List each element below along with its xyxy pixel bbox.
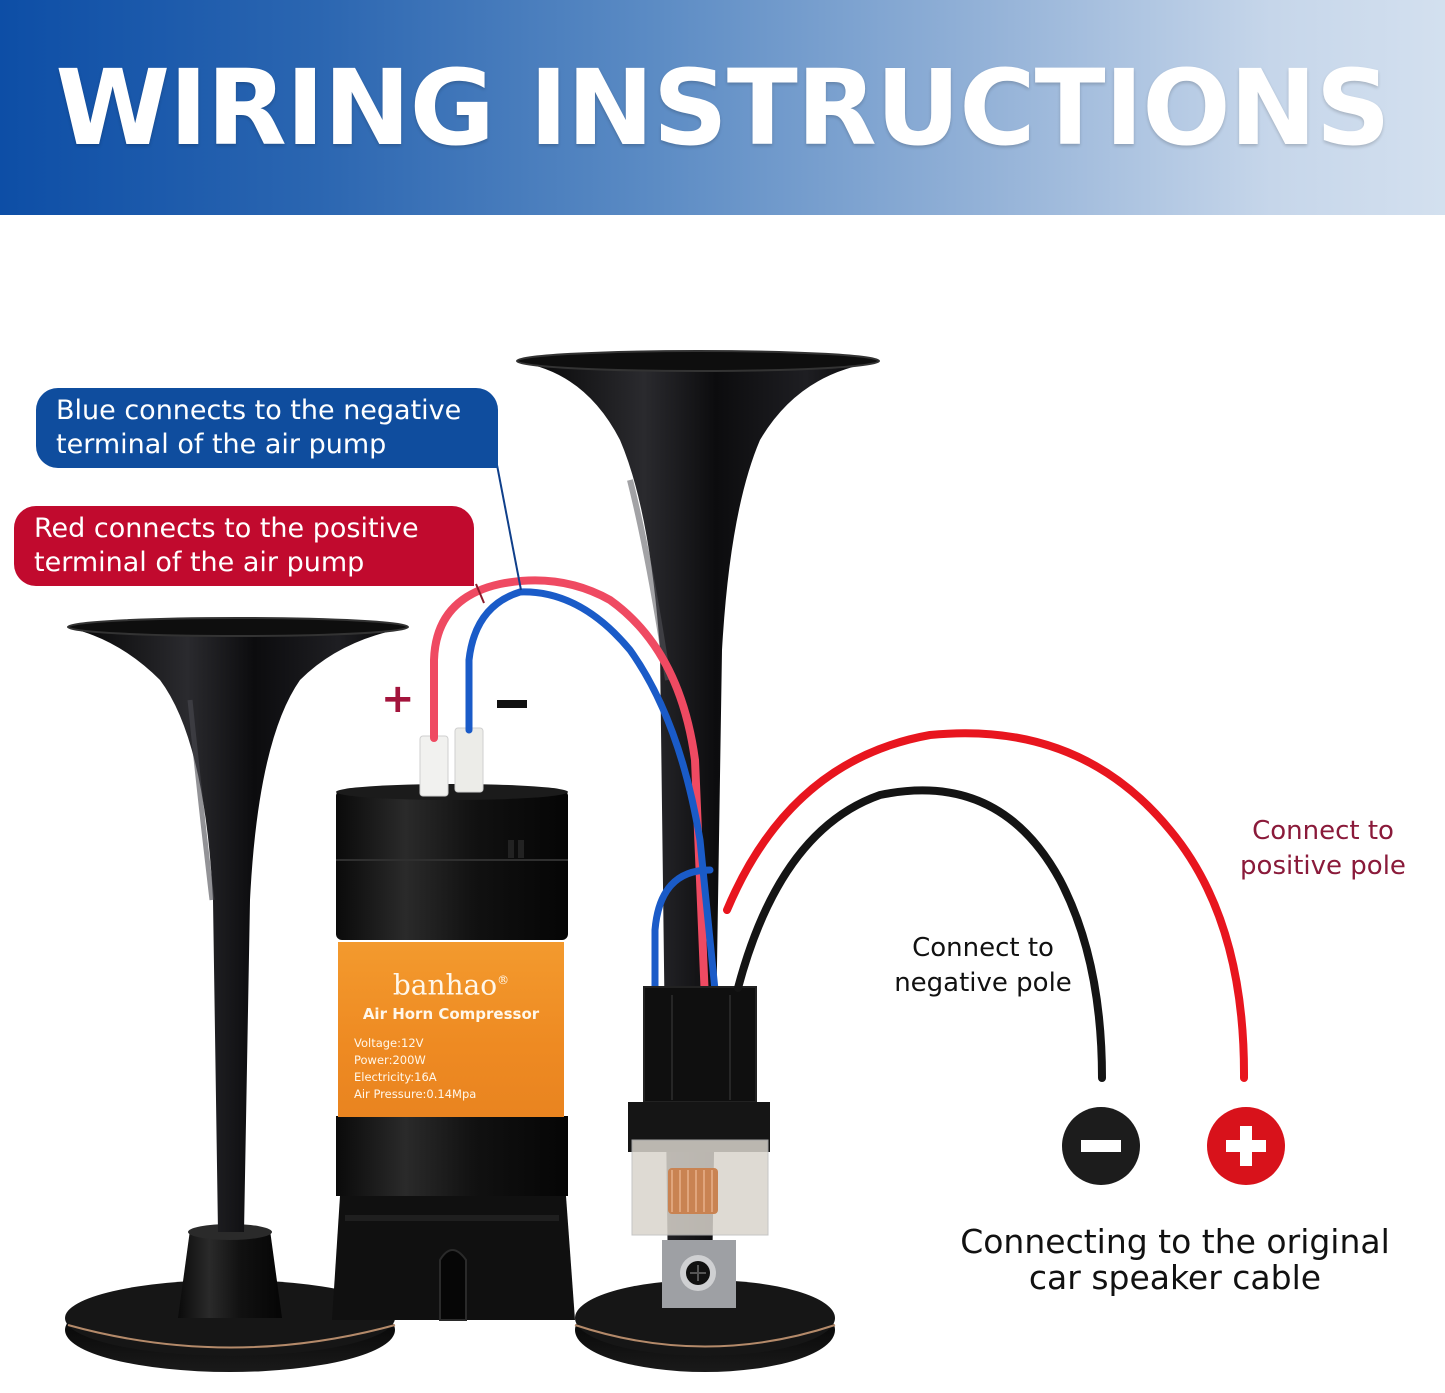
positive-lead-wire (723, 729, 1249, 1082)
caption-line-2: car speaker cable (1028, 1258, 1322, 1297)
red-wire-callout: Red connects to the positive terminal of… (14, 506, 474, 586)
left-horn-base (65, 1224, 396, 1372)
red-callout-leader (475, 583, 485, 604)
spec-air-pressure: Air Pressure:0.14Mpa (354, 1087, 477, 1102)
battery-wires (723, 729, 1249, 1082)
spec-voltage: Voltage:12V (354, 1036, 424, 1051)
blue-callout-line-2: terminal of the air pump (56, 429, 387, 460)
blue-callout-line-1: Blue connects to the negative (56, 395, 462, 426)
spec-current: Electricity:16A (354, 1070, 437, 1085)
blue-callout-leader (496, 464, 522, 591)
pump-negative-sign (497, 700, 527, 708)
negative-pole-line-2: negative pole (894, 968, 1072, 998)
compressor-label: banhao® Air Horn Compressor Voltage:12V … (338, 942, 564, 1117)
spec-power: Power:200W (354, 1053, 426, 1068)
minus-circle-icon (1062, 1107, 1140, 1185)
brand-name: banhao® (338, 964, 564, 1001)
pump-wires (430, 576, 719, 1004)
blue-wire-callout: Blue connects to the negative terminal o… (36, 388, 498, 468)
left-horn (67, 617, 409, 1232)
red-callout-line-2: terminal of the air pump (34, 547, 365, 578)
product-name: Air Horn Compressor (362, 1005, 540, 1024)
positive-pole-line-1: Connect to (1252, 816, 1394, 846)
trademark-symbol: ® (497, 973, 510, 987)
page-title: WIRING INSTRUCTIONS (55, 47, 1390, 169)
spec-list: Voltage:12V Power:200W Electricity:16A A… (354, 1035, 564, 1103)
speaker-cable-caption: Connecting to the original car speaker c… (940, 1224, 1410, 1296)
negative-pole-line-1: Connect to (912, 933, 1054, 963)
compressor-body (332, 784, 575, 1321)
relay (628, 986, 770, 1308)
plus-circle-icon (1207, 1107, 1285, 1185)
header-banner: WIRING INSTRUCTIONS (0, 0, 1445, 215)
pump-positive-sign: + (381, 676, 415, 722)
right-horn-base (574, 1280, 836, 1372)
red-callout-line-1: Red connects to the positive (34, 513, 419, 544)
negative-pole-label: Connect to negative pole (878, 931, 1088, 1001)
positive-pole-line-2: positive pole (1240, 851, 1406, 881)
positive-pole-label: Connect to positive pole (1218, 814, 1428, 884)
brand-text: banhao (392, 968, 498, 1002)
negative-lead-wire (734, 786, 1106, 1082)
caption-line-1: Connecting to the original (960, 1222, 1390, 1261)
